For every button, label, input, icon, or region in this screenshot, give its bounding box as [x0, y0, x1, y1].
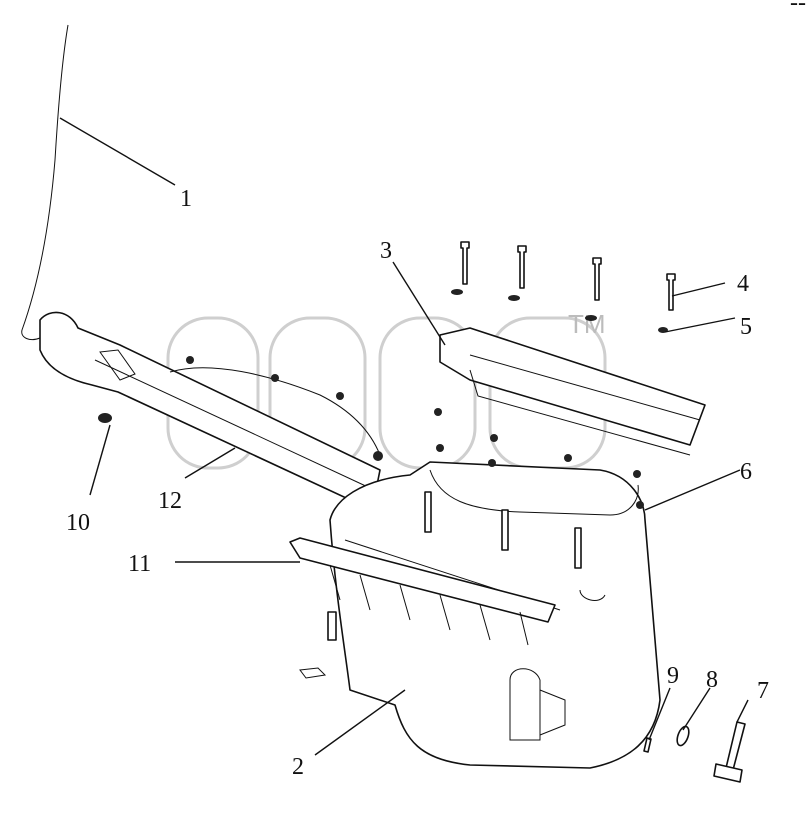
callout-6: 6 — [740, 459, 752, 485]
callout-4: 4 — [737, 271, 749, 297]
part-12-filler-neck — [39, 311, 383, 511]
part-11-bracket — [289, 537, 556, 646]
leader-lines — [59, 117, 749, 756]
watermark-tm: TM — [568, 309, 606, 339]
callout-10: 10 — [66, 510, 90, 536]
part-4-bolt — [666, 273, 676, 311]
callout-8: 8 — [706, 667, 718, 693]
part-3-bracket — [439, 327, 706, 456]
part-9-pin — [643, 737, 652, 753]
callout-1: 1 — [180, 186, 192, 212]
callout-2: 2 — [292, 754, 304, 780]
part-7-bolt — [725, 721, 746, 771]
callout-3: 3 — [380, 238, 392, 264]
top-bolts — [451, 241, 676, 333]
callout-11: 11 — [128, 551, 151, 577]
part-10-grommet — [98, 413, 112, 423]
callout-5: 5 — [740, 314, 752, 340]
corner-mark: -- — [790, 0, 806, 16]
callout-9: 9 — [667, 663, 679, 689]
part-8-washer — [676, 725, 690, 747]
part-1-cable — [21, 24, 69, 341]
callout-12: 12 — [158, 488, 182, 514]
small-hardware — [98, 408, 746, 783]
part-2-tank — [299, 461, 661, 769]
callout-labels: 1 2 3 4 5 6 7 8 9 10 11 12 — [66, 186, 769, 780]
callout-7: 7 — [757, 678, 769, 704]
